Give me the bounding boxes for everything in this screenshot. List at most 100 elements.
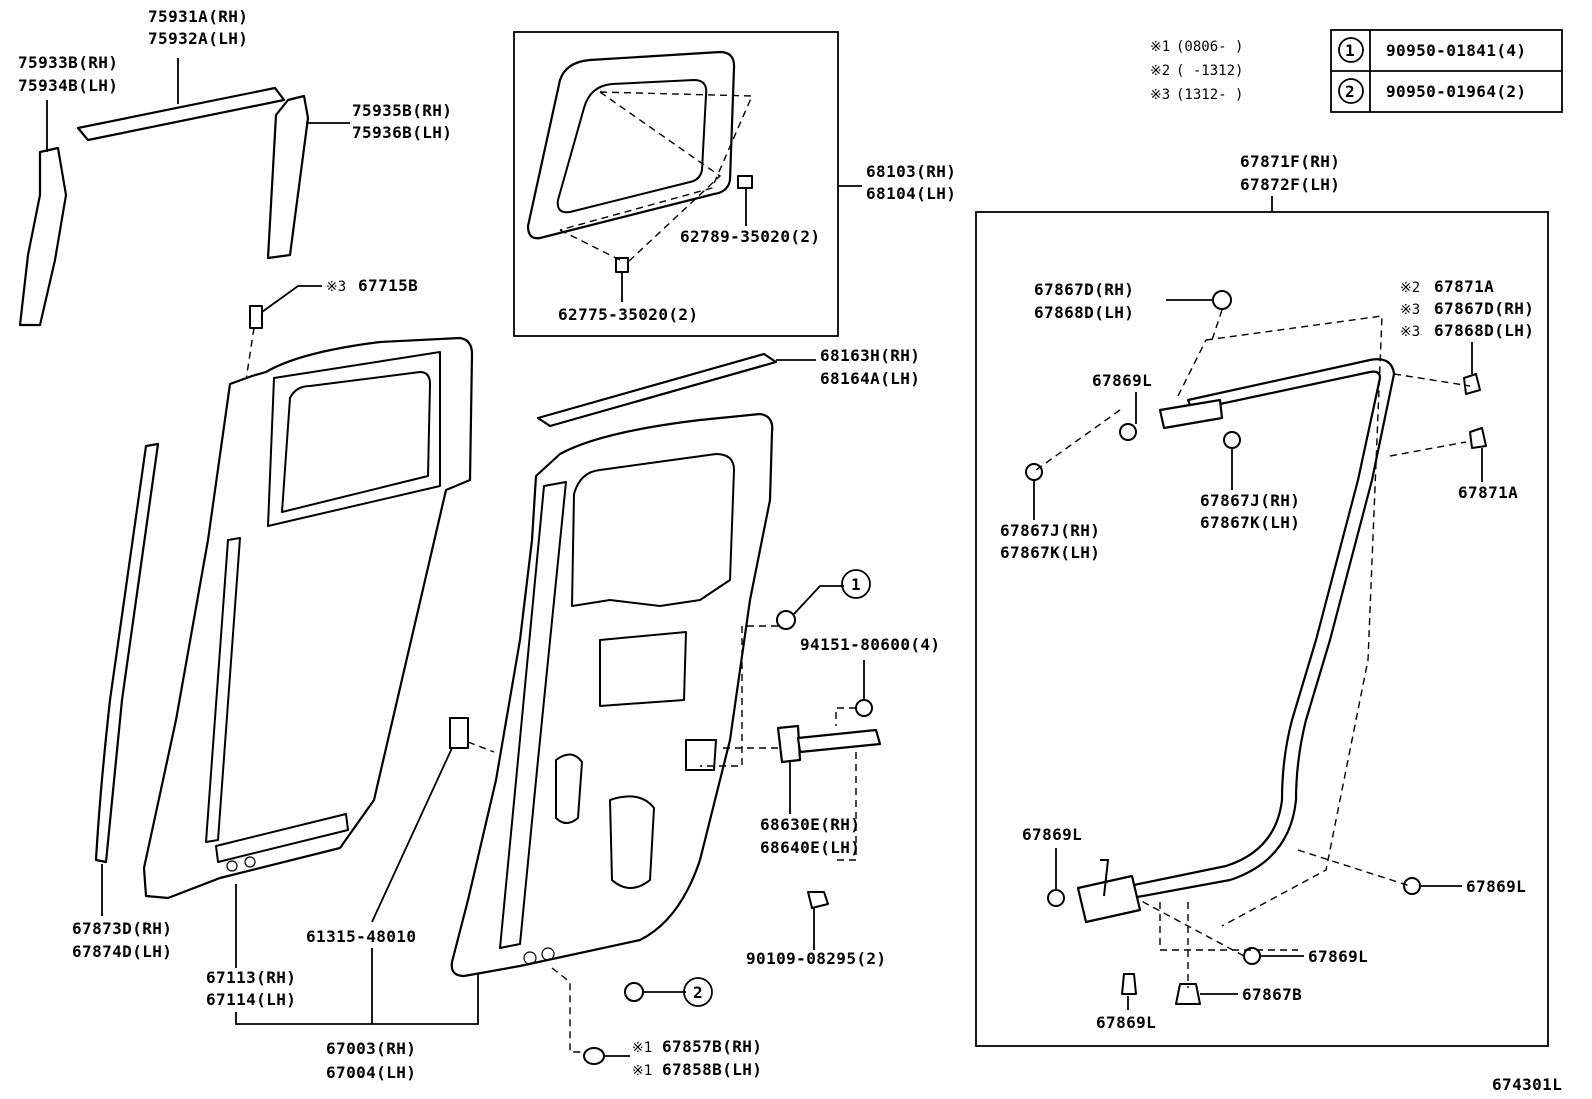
label-68630-rh: 68630E(RH): [760, 815, 860, 834]
inner-panel-shape: [450, 412, 774, 978]
outer-hole-1: [226, 860, 238, 872]
label-67003-rh: 67003(RH): [326, 1039, 416, 1058]
label-75935-rh: 75935B(RH): [352, 101, 452, 120]
door-check-body: [776, 724, 802, 764]
label-67715: 67715B: [358, 276, 418, 295]
note-1-range: (0806- ): [1176, 39, 1243, 55]
weatherstrip-dash-5: [1035, 409, 1121, 471]
callout-1-text: 1: [851, 575, 861, 594]
note-3-mark: ※3: [1150, 87, 1170, 103]
label-67871A-right: 67871A: [1458, 483, 1518, 502]
clip-67871A-right: [1469, 427, 1487, 449]
legend-symbol-2: 2: [1345, 82, 1355, 101]
label-62775: 62775-35020(2): [558, 305, 698, 324]
label-67858-lh: 67858B(LH): [662, 1060, 762, 1079]
label-75932-lh: 75932A(LH): [148, 29, 248, 48]
door-inner-panel: [450, 412, 774, 978]
bracket-61315-shape: [449, 717, 469, 749]
inner-regulator-plate: [599, 631, 687, 707]
nut-68630-shape: [855, 699, 873, 717]
right-pillar-moulding-shape: [266, 94, 310, 260]
weatherstrip-dash-4: [1389, 441, 1467, 457]
label-68104-lh: 68104(LH): [866, 184, 956, 203]
inner-front-rib: [499, 481, 567, 949]
legend-symbol-1: 1: [1345, 41, 1355, 60]
label-67867B: 67867B: [1242, 985, 1302, 1004]
weatherstrip-dash-outline: [1205, 315, 1383, 927]
ws-lower-bracket: [1076, 874, 1142, 924]
label-75933-rh: 75933B(RH): [18, 53, 118, 72]
legend-part-2: 90950-01964(2): [1386, 82, 1526, 101]
door-weatherstrip: [1035, 315, 1471, 988]
weatherstrip-dash-2: [1177, 339, 1207, 397]
leader-67003-bracket: [235, 974, 479, 1025]
bolt-90109-shape: [807, 891, 829, 909]
legend-circle-1: [1338, 37, 1364, 63]
quarter-glass-shape: [526, 50, 736, 240]
clip-67869L-left: [1047, 889, 1065, 907]
outer-window-frame: [267, 351, 441, 527]
clip-67867B: [1175, 983, 1201, 1005]
mark-67715: ※3: [326, 279, 346, 295]
glass-box-frame: [513, 31, 839, 337]
label-67872F-lh: 67872F(LH): [1240, 175, 1340, 194]
leader-61315: [371, 747, 453, 923]
inner-window-opening: [571, 453, 735, 607]
door-outer-panel: [142, 336, 474, 900]
notes-block: ※1 (0806- ) ※2 ( -1312) ※3 (1312- ): [1150, 39, 1243, 103]
dash-68630-c: [836, 752, 857, 861]
weatherstrip-box-frame: [975, 211, 1549, 1047]
outer-bottom-rib: [215, 813, 349, 863]
nut-94151-shape: [776, 610, 796, 630]
label-67871F-rh: 67871F(RH): [1240, 152, 1340, 171]
clip-67715-shape: [249, 305, 263, 329]
weatherstrip-dash-9: [1159, 902, 1298, 951]
glass-dash-3: [559, 229, 625, 263]
label-67113-rh: 67113(RH): [206, 968, 296, 987]
inner-service-hole: [609, 795, 655, 889]
label-67869L-mid: 67869L: [1308, 947, 1368, 966]
label-67867K-mid-lh: 67867K(LH): [1200, 513, 1300, 532]
dash-67715: [245, 327, 255, 381]
callout-circle-2: [683, 977, 713, 1007]
clip-67869L-a: [1119, 423, 1137, 441]
mark-67868D-lh-top: ※3: [1400, 324, 1420, 340]
mark-67871A-top: ※2: [1400, 280, 1420, 296]
dash-67857: [551, 967, 584, 1053]
weatherstrip-dash-3: [1393, 373, 1471, 387]
label-68163-rh: 68163H(RH): [820, 346, 920, 365]
label-75936-lh: 75936B(LH): [352, 123, 452, 142]
label-68640-lh: 68640E(LH): [760, 838, 860, 857]
note-2-mark: ※2: [1150, 63, 1170, 79]
legend-part-1: 90950-01841(4): [1386, 41, 1526, 60]
callout-2-text: 2: [693, 983, 703, 1002]
moulding-left-pillar: [18, 100, 68, 327]
outer-window-opening: [281, 371, 431, 513]
callout-circle-1: [841, 569, 871, 599]
label-67869L-bottom: 67869L: [1096, 1013, 1156, 1032]
label-67867D-rh: 67867D(RH): [1034, 280, 1134, 299]
glass-box: [513, 31, 839, 337]
clip-67869L-right: [1403, 877, 1421, 895]
label-94151: 94151-80600(4): [800, 635, 940, 654]
ws-lower-tab: [1100, 859, 1109, 897]
figure-id: 674301L: [1492, 1075, 1562, 1094]
outer-pillar-rib: [205, 537, 241, 843]
label-67869L-right: 67869L: [1466, 877, 1526, 896]
upper-frame-moulding-shape: [76, 86, 286, 142]
glass-dash-2: [599, 91, 722, 263]
dash-94151: [700, 625, 778, 767]
dash-61315: [467, 741, 495, 753]
clip-67867J-left: [1025, 463, 1043, 481]
label-68164-lh: 68164A(LH): [820, 369, 920, 388]
note-2-range: ( -1312): [1176, 63, 1243, 79]
legend-circle-2: [1338, 78, 1364, 104]
door-check-arm: [796, 728, 882, 754]
note-1-mark: ※1: [1150, 39, 1170, 55]
ws-upper-bracket: [1158, 398, 1224, 430]
label-67869L-left: 67869L: [1022, 825, 1082, 844]
dash-67867D: [1211, 309, 1223, 341]
moulding-upper: [76, 58, 286, 142]
label-67867K-left-lh: 67867K(LH): [1000, 543, 1100, 562]
inner-hole-2: [541, 947, 555, 961]
